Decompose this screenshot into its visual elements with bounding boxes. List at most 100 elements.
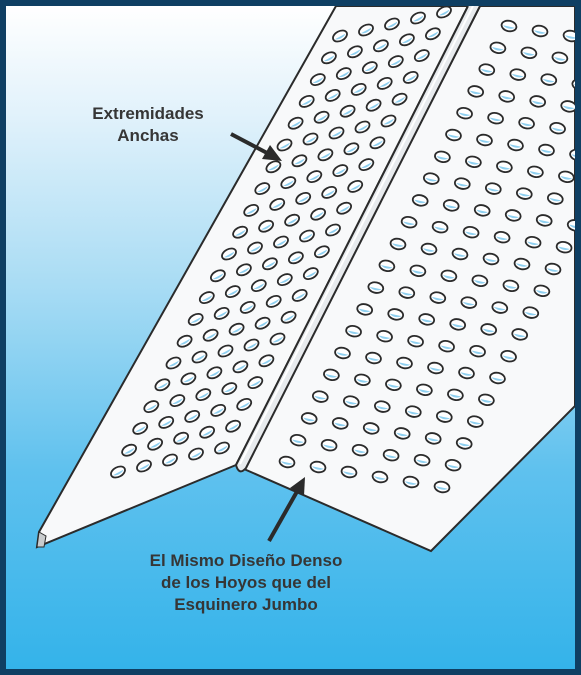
perforation-hole	[427, 361, 444, 375]
perforation-hole	[420, 242, 438, 256]
perforation-hole	[378, 259, 396, 273]
perforation-hole	[551, 51, 569, 65]
perforation-hole	[380, 114, 397, 128]
right-flange-holes	[278, 19, 575, 494]
corner-bead-drawing	[35, 6, 575, 553]
perforation-hole	[347, 179, 364, 193]
perforation-hole	[362, 422, 380, 435]
perforation-hole	[239, 300, 256, 314]
perforation-hole	[407, 334, 424, 348]
perforation-hole	[273, 235, 289, 249]
perforation-hole	[444, 458, 462, 472]
perforation-hole	[331, 417, 349, 430]
perforation-hole	[522, 306, 540, 319]
perforation-hole	[288, 251, 304, 265]
perforation-hole	[345, 324, 362, 338]
perforation-hole	[206, 366, 223, 380]
perforation-hole	[184, 409, 201, 423]
perforation-hole	[467, 85, 485, 98]
perforation-hole	[391, 92, 408, 106]
perforation-hole	[147, 437, 163, 451]
perforation-hole	[280, 310, 297, 324]
perforation-hole	[158, 415, 175, 429]
perforation-hole	[484, 182, 502, 195]
perforation-hole	[276, 138, 293, 152]
perforation-hole	[213, 306, 230, 320]
perforation-hole	[399, 33, 415, 47]
perforation-hole	[317, 148, 334, 162]
perforation-hole	[302, 267, 319, 281]
perforation-hole	[387, 308, 405, 321]
perforation-hole	[269, 332, 286, 346]
perforation-hole	[298, 94, 315, 108]
perforation-hole	[462, 225, 480, 239]
perforation-hole	[258, 354, 275, 368]
perforation-hole	[513, 257, 531, 271]
perforation-hole	[332, 29, 348, 43]
perforation-hole	[562, 29, 575, 43]
arrow-to-holes-icon	[267, 477, 305, 542]
perforation-hole	[393, 427, 411, 440]
perforation-hole	[435, 410, 453, 423]
perforation-hole	[502, 279, 520, 293]
perforation-hole	[224, 285, 241, 299]
perforation-hole	[566, 219, 575, 232]
arrow-to-flange-icon	[230, 132, 282, 161]
perforation-hole	[400, 215, 418, 229]
left-flange-holes	[110, 6, 452, 479]
perforation-hole	[243, 338, 260, 352]
illustration-frame: Extremidades Anchas El Mismo Diseño Dens…	[6, 6, 575, 669]
perforation-hole	[136, 459, 152, 473]
perforation-hole	[524, 235, 542, 249]
perforation-hole	[571, 78, 575, 91]
perforation-hole	[560, 100, 575, 113]
perforation-hole	[473, 204, 491, 217]
perforation-hole	[350, 82, 367, 96]
perforation-hole	[442, 199, 460, 212]
perforation-hole	[165, 356, 182, 370]
perforation-hole	[335, 67, 352, 81]
perforation-hole	[558, 170, 575, 184]
perforation-hole	[402, 475, 420, 489]
perforation-hole	[445, 128, 462, 142]
perforation-hole	[478, 393, 495, 407]
perforation-hole	[416, 383, 433, 397]
perforation-hole	[418, 313, 436, 326]
perforation-hole	[291, 154, 308, 168]
dense-pattern-label-line-1: El Mismo Diseño Denso	[149, 551, 343, 570]
center-ridge	[234, 6, 481, 473]
perforation-hole	[321, 51, 337, 65]
perforation-hole	[302, 132, 319, 146]
perforation-hole	[504, 209, 522, 222]
perforation-hole	[480, 323, 498, 336]
perforation-hole	[385, 378, 402, 392]
perforation-hole	[469, 344, 486, 358]
perforation-hole	[254, 182, 271, 196]
perforation-hole	[356, 303, 374, 316]
perforation-hole	[440, 269, 458, 283]
perforation-hole	[367, 281, 385, 294]
perforation-hole	[458, 366, 475, 380]
perforation-hole	[540, 73, 558, 86]
perforation-hole	[232, 225, 248, 239]
perforation-hole	[247, 241, 263, 255]
perforation-hole	[471, 274, 489, 288]
perforation-hole	[314, 245, 330, 259]
perforation-hole	[232, 360, 249, 374]
perforation-hole	[487, 111, 504, 125]
perforation-hole	[447, 388, 464, 402]
dense-pattern-label-line-3: Esquinero Jumbo	[174, 595, 318, 614]
perforation-hole	[199, 425, 215, 439]
perforation-hole	[533, 284, 551, 298]
corner-bead-strip	[35, 6, 575, 553]
perforation-hole	[549, 121, 566, 135]
perforation-hole	[347, 45, 363, 59]
perforation-hole	[434, 150, 451, 164]
perforation-hole	[438, 339, 455, 353]
perforation-hole	[324, 88, 341, 102]
ridge-highlight	[239, 6, 474, 465]
perforation-hole	[518, 116, 535, 130]
perforation-hole	[382, 448, 400, 462]
perforation-hole	[455, 437, 473, 450]
perforation-hole	[424, 432, 442, 445]
